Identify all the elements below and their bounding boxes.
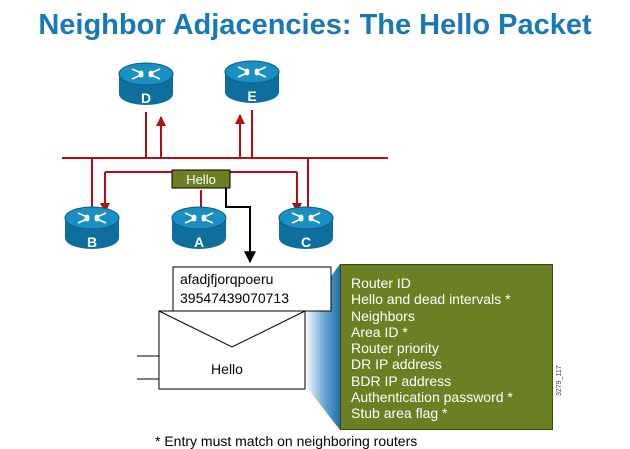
hello-field: Hello and dead intervals * — [351, 291, 511, 308]
packet-header-line2: 39547439070713 — [180, 290, 289, 306]
hello-tag-label: Hello — [186, 172, 216, 187]
hello-field: Stub area flag * — [351, 405, 448, 422]
router-arrows-icon — [237, 66, 267, 78]
hello-field: Area ID * — [351, 323, 408, 340]
hello-field: Neighbors — [351, 307, 415, 324]
router-label: B — [87, 234, 97, 250]
hello-field: Router priority — [351, 340, 439, 357]
router-e[interactable]: E — [224, 60, 280, 104]
hello-field: Authentication password * — [351, 389, 513, 406]
router-d[interactable]: D — [118, 62, 174, 106]
hello-field: Router ID — [351, 275, 411, 291]
router-arrows-icon — [184, 212, 214, 224]
packet-header-line1: afadjfjorqpoeru — [180, 271, 273, 287]
packet-envelope — [158, 310, 306, 390]
hello-field: BDR IP address — [351, 372, 452, 389]
router-label: C — [301, 234, 311, 250]
hello-tag — [171, 169, 231, 189]
router-label: D — [141, 90, 151, 106]
footnote: * Entry must match on neighboring router… — [155, 433, 418, 449]
router-c[interactable]: C — [278, 206, 334, 250]
router-a[interactable]: A — [171, 206, 227, 250]
hello-field: DR IP address — [351, 356, 442, 373]
router-arrows-icon — [131, 68, 161, 80]
router-label: E — [247, 88, 256, 104]
envelope-label: Hello — [211, 361, 243, 377]
router-b[interactable]: B — [64, 206, 120, 250]
slide-title: Neighbor Adjacencies: The Hello Packet — [38, 9, 592, 41]
router-arrows-icon — [291, 212, 321, 224]
router-arrows-icon — [77, 212, 107, 224]
packet-header — [172, 266, 332, 312]
router-label: A — [194, 234, 204, 250]
packet-arrow — [225, 188, 256, 264]
motion-lines — [137, 355, 159, 380]
slide-code: 3279_117 — [556, 365, 563, 396]
